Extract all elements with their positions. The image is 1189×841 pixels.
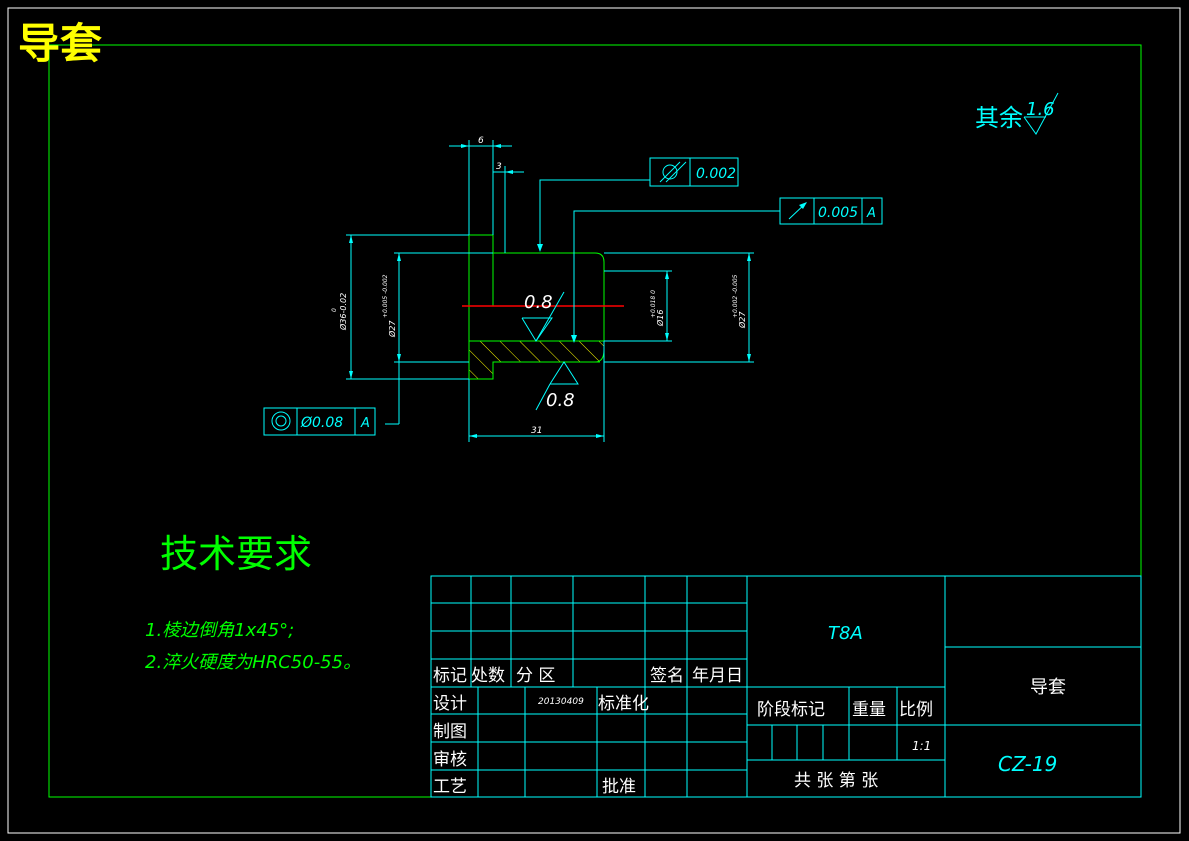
tb-col-zone: 分 区	[516, 666, 555, 686]
tb-col-date: 年月日	[692, 666, 743, 686]
tech-requirement-2: 2.淬火硬度为HRC50-55。	[145, 652, 361, 673]
page-title: 导套	[18, 19, 102, 68]
tb-scale-label: 比例	[899, 700, 933, 720]
part-section-view	[462, 234, 624, 380]
dim-width-3: 3	[496, 162, 502, 172]
roughness-rest-value: 1.6	[1026, 99, 1055, 120]
part-outline-chamfer	[594, 252, 605, 341]
dim-d27-left: Ø27	[387, 320, 397, 338]
sheet-border	[7, 7, 1181, 834]
tb-row-check-label: 审核	[433, 750, 467, 770]
tech-requirements-title: 技术要求	[160, 532, 312, 576]
tb-standardize-label: 标准化	[598, 694, 649, 714]
tb-col-signature: 签名	[650, 666, 684, 686]
concentricity-icon	[271, 411, 291, 431]
tb-scale-value: 1:1	[912, 739, 931, 753]
part-hatched-section	[468, 340, 605, 380]
tb-weight-label: 重量	[852, 700, 886, 720]
tb-row-design-date: 20130409	[538, 697, 584, 707]
runout-value: 0.005	[818, 205, 858, 221]
tb-material: T8A	[828, 623, 863, 644]
dim-d16: Ø16	[655, 310, 665, 327]
part-outline-flange	[469, 234, 494, 254]
tb-sheet-count: 共 张 第 张	[794, 771, 878, 791]
roughness-rest-label: 其余	[975, 104, 1023, 132]
tolerance-frame-concentricity: Ø0.08 A	[263, 407, 376, 436]
roughness-rest-note: 其余 1.6	[975, 92, 1059, 135]
tb-row-draw-label: 制图	[433, 722, 467, 742]
concentricity-datum: A	[360, 416, 370, 431]
cylindricity-value: 0.002	[696, 166, 736, 182]
dim-od36-upper-tol: 0	[331, 308, 338, 312]
tech-requirement-1: 1.棱边倒角1x45°;	[145, 620, 294, 641]
dim-width-6: 6	[478, 136, 484, 146]
drawing-frame	[48, 44, 1142, 798]
tb-col-count: 处数	[471, 666, 505, 686]
tolerance-frame-cylindricity: 0.002	[649, 157, 739, 187]
cylindricity-icon	[662, 164, 678, 180]
tb-col-mark: 标记	[433, 666, 467, 686]
runout-datum: A	[866, 206, 876, 221]
concentricity-value: Ø0.08	[300, 415, 343, 431]
tb-part-name: 导套	[1030, 677, 1066, 698]
dim-d16-tol: +0.018 0	[650, 290, 657, 318]
tb-drawing-number: CZ-19	[998, 752, 1057, 776]
dim-d27-right-tol: +0.002 -0.005	[732, 274, 739, 318]
roughness-rest-symbol	[1023, 92, 1059, 135]
dim-d27-right: Ø27	[737, 311, 747, 329]
tb-approve-label: 批准	[602, 777, 636, 797]
title-block	[430, 575, 1142, 798]
tolerance-frame-runout: 0.005 A	[779, 197, 883, 225]
dim-od36: Ø36-0.02	[338, 293, 348, 331]
dimension-arrows	[349, 144, 751, 438]
dimensions	[346, 140, 780, 442]
tb-row-process-label: 工艺	[433, 777, 467, 797]
dim-length-31: 31	[531, 426, 542, 436]
tb-row-design-label: 设计	[433, 694, 467, 714]
roughness-inner-top: 0.8	[524, 292, 553, 313]
tb-stage-label: 阶段标记	[757, 700, 825, 720]
roughness-inner-bottom: 0.8	[546, 390, 575, 411]
dim-d27-left-tol: +0.005 -0.002	[382, 274, 389, 318]
